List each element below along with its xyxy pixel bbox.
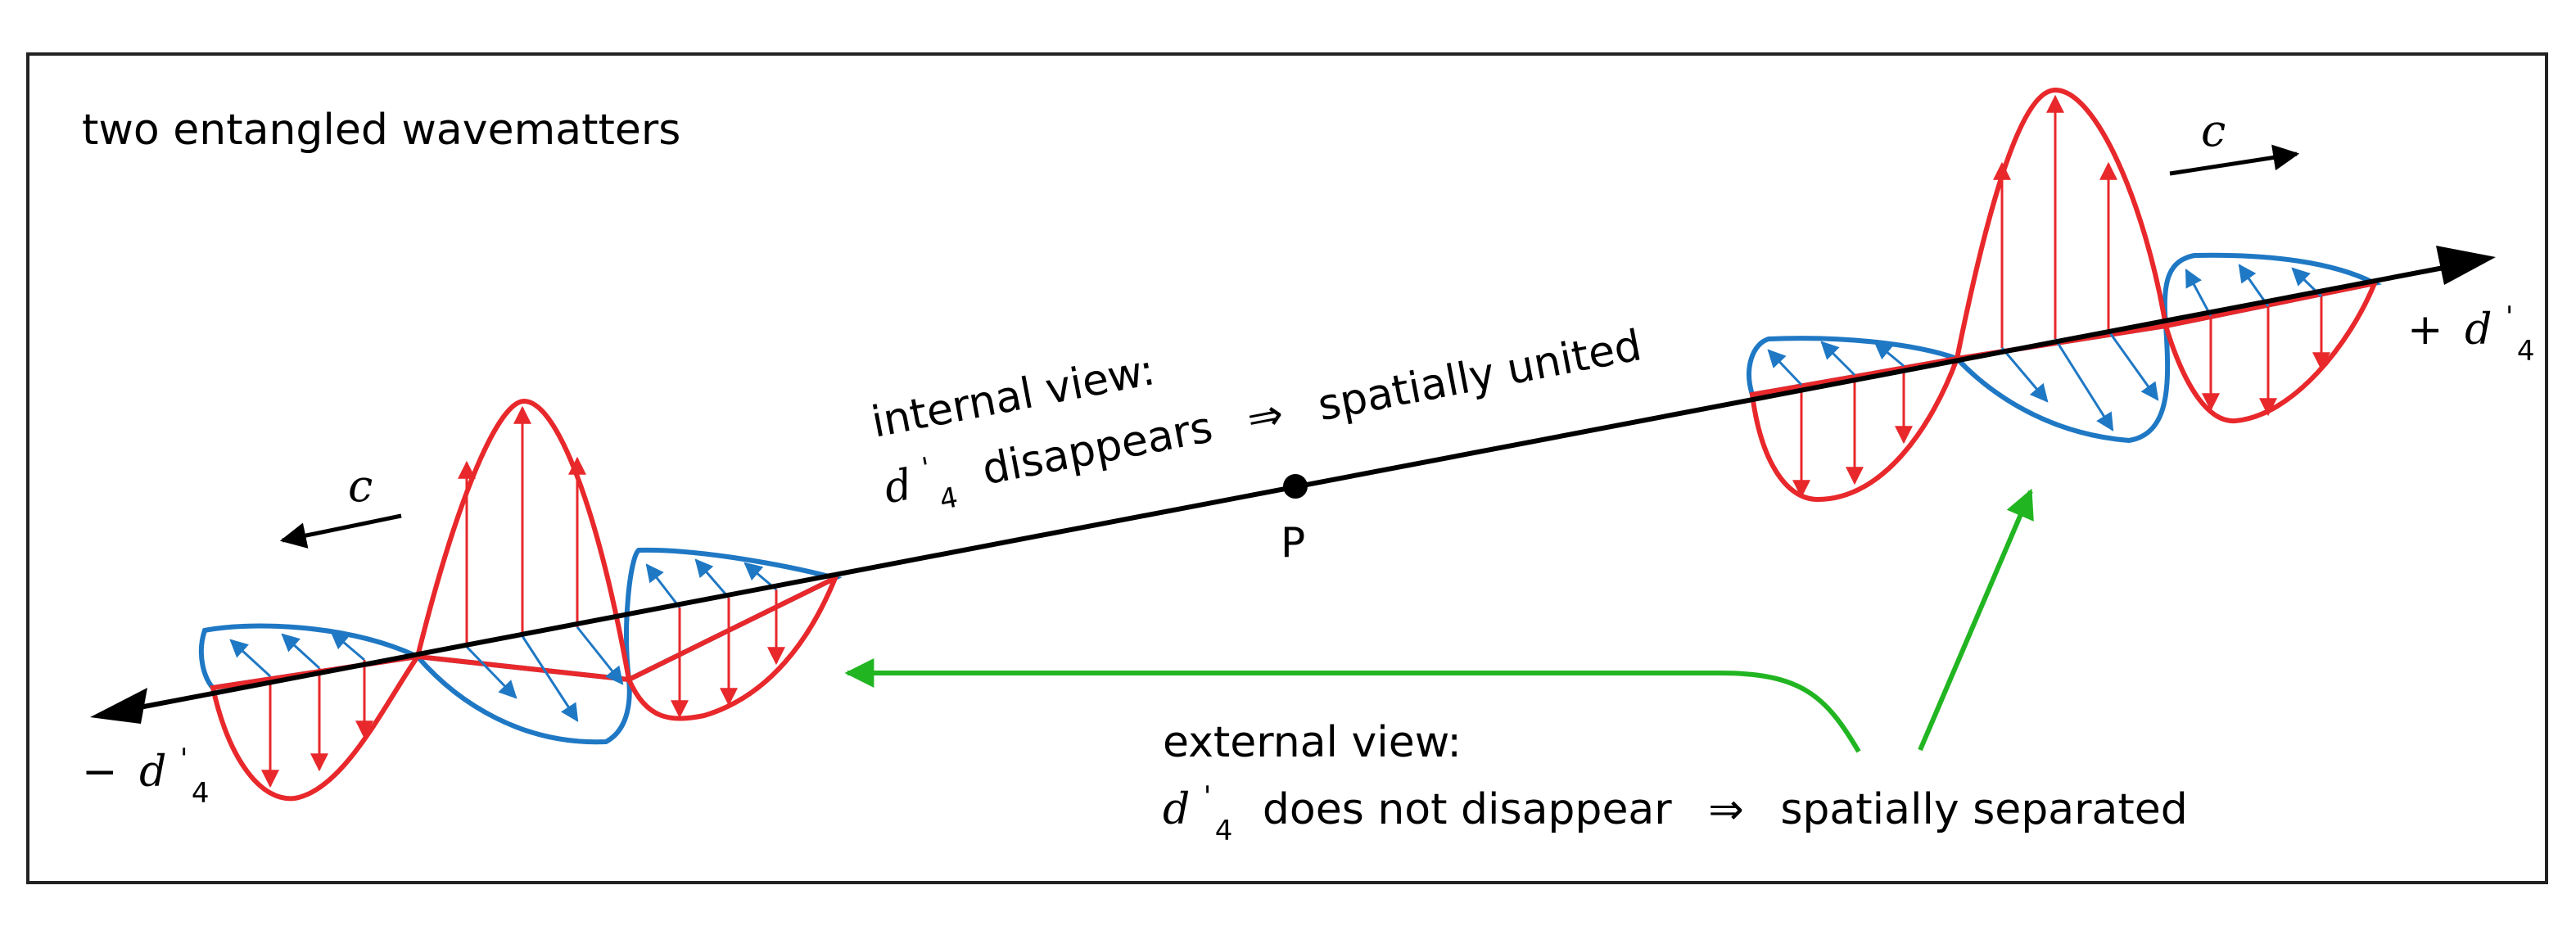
left-blue-arrow — [645, 563, 681, 608]
right-blue-lobe-1 — [1747, 336, 1967, 398]
internal-prime: ' — [920, 451, 933, 485]
svg-text:− d ' 4: − d ' 4 — [82, 729, 209, 810]
external-sub: 4 — [1215, 815, 1233, 847]
external-view-line1: external view: — [1163, 718, 1462, 767]
axis-minus-sub: 4 — [192, 777, 210, 810]
right-blue-arrow — [1820, 341, 1856, 377]
axis-label-minus: − d ' 4 — [82, 729, 209, 810]
left-blue-lobe-3 — [624, 547, 843, 684]
right-blue-arrow — [2185, 269, 2212, 317]
left-blue-lobe-1 — [198, 623, 427, 691]
axis-arrowhead-left — [90, 688, 147, 724]
green-arrow-right — [1918, 488, 2034, 752]
left-blue-arrow — [576, 626, 624, 685]
external-prime: ' — [1204, 780, 1211, 813]
right-speed-arrow — [2169, 144, 2300, 176]
right-blue-arrow — [2238, 264, 2270, 307]
right-blue-arrow — [2054, 338, 2114, 431]
external-conclusion: spatially separated — [1780, 785, 2187, 834]
left-blue-arrow — [694, 558, 730, 598]
right-blue-arrow — [1767, 349, 1803, 386]
right-red-lobe-3 — [2162, 279, 2379, 424]
left-speed: c — [279, 460, 402, 549]
green-arrow-left — [844, 658, 1861, 753]
axis-plus-var: d — [2465, 305, 2492, 355]
right-wave-packet — [1747, 87, 2382, 503]
right-speed: c — [2169, 105, 2300, 176]
axis-minus-sign: − — [82, 748, 118, 797]
point-p-label: P — [1281, 519, 1305, 567]
right-blue-arrow — [2107, 330, 2159, 401]
right-blue-lobe-3 — [2162, 252, 2382, 329]
left-blue-lobe-2 — [411, 653, 632, 745]
left-speed-label: c — [348, 460, 373, 512]
right-red-lobe-1 — [1749, 355, 1961, 503]
axis-label-plus: + d ' 4 — [2407, 287, 2534, 368]
axis-arrowhead-right — [2436, 246, 2496, 285]
right-blue-arrow — [2000, 347, 2049, 403]
internal-var: d — [880, 460, 916, 513]
external-var: d — [1163, 785, 1190, 834]
internal-implies: ⇒ — [1243, 390, 1287, 445]
right-speed-label: c — [2201, 105, 2226, 156]
left-red-lobe-3 — [626, 572, 840, 721]
left-red-lobe-2 — [414, 398, 632, 683]
axis-minus-var: d — [139, 748, 166, 797]
internal-sub: 4 — [937, 481, 960, 517]
diagram-title: two entangled wavematters — [82, 106, 680, 155]
left-blue-arrow — [521, 635, 579, 722]
figure-frame — [26, 52, 2548, 884]
external-view-line2: d ' 4 does not disappear ⇒ spatially sep… — [1163, 767, 2188, 851]
axis-minus-prime: ' — [180, 743, 188, 775]
right-blue-arrow — [1873, 341, 1905, 368]
internal-conclusion: spatially united — [1314, 321, 1646, 431]
external-rest: does not disappear — [1263, 785, 1672, 834]
left-speed-arrow — [279, 513, 402, 549]
internal-view-annotation: internal view: d ' 4 disappears ⇒ spatia… — [868, 321, 1646, 517]
point-p-dot — [1283, 474, 1308, 499]
right-red-lobe-2 — [1954, 87, 2169, 362]
left-blue-arrow — [330, 630, 365, 662]
left-blue-arrow — [465, 645, 517, 699]
axis-plus-prime: ' — [2506, 300, 2513, 333]
left-blue-arrow — [229, 639, 272, 678]
left-red-lobe-1 — [210, 653, 423, 802]
axis-plus-sub: 4 — [2517, 335, 2535, 368]
svg-text:+ d ' 4: + d ' 4 — [2407, 287, 2534, 368]
left-blue-arrow — [281, 633, 321, 670]
external-implies: ⇒ — [1708, 785, 1744, 834]
external-view-annotation: external view: d ' 4 does not disappear … — [1163, 718, 2188, 851]
left-wave-packet — [198, 398, 843, 802]
axis-plus-sign: + — [2407, 305, 2443, 355]
right-blue-lobe-2 — [1951, 323, 2171, 444]
